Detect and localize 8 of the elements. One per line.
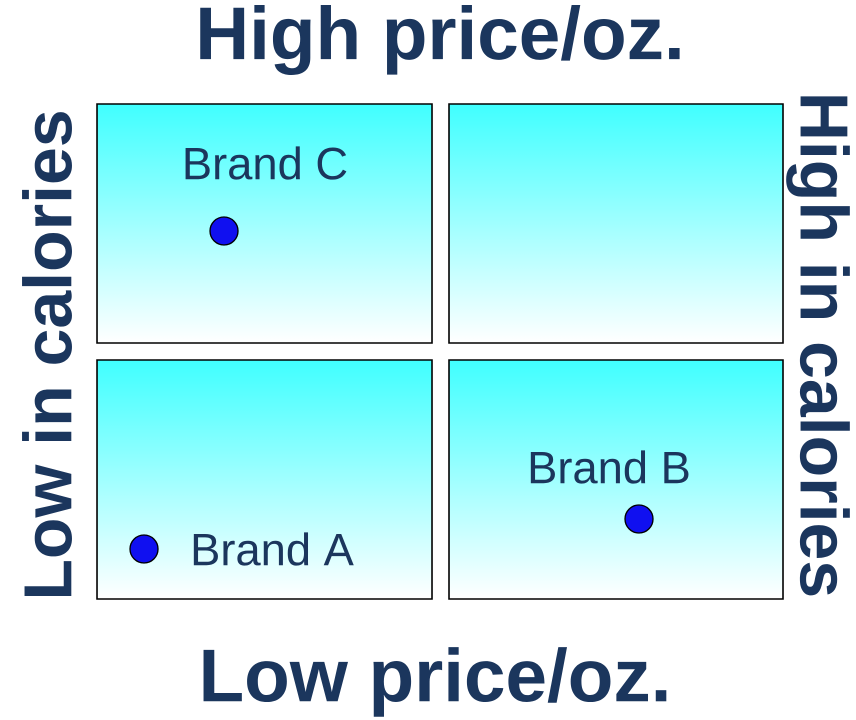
axis-label: Low price/oz. [204, 647, 666, 717]
axis-label: High price/oz. [200, 5, 680, 75]
quadrant-box [448, 103, 784, 344]
axis-label: High in calories [786, 96, 850, 596]
quadrant-box: Brand A [96, 359, 433, 600]
axis-label: Low in calories [22, 112, 72, 596]
quadrant-box: Brand B [448, 359, 784, 600]
quadrant-box: Brand C [96, 103, 433, 344]
